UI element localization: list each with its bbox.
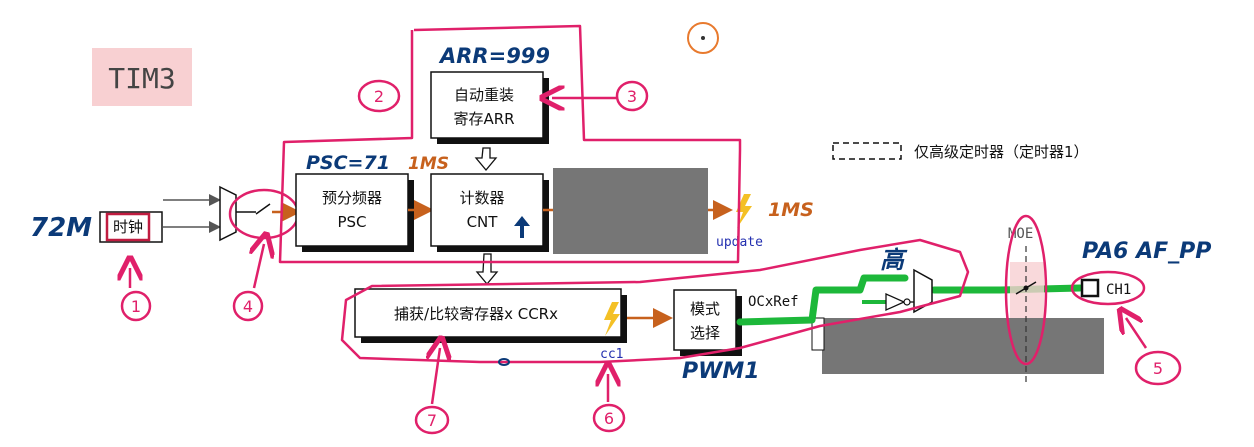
step-4-number: 4 — [243, 297, 253, 316]
mode-line1: 模式 — [690, 300, 720, 318]
step-1: 1 — [122, 268, 152, 322]
legend-text: 仅高级定时器（定时器1） — [914, 143, 1089, 161]
cnt-line2: CNT — [467, 213, 499, 231]
outline-arr-psc-cnt — [278, 24, 742, 264]
input-frequency: 72M — [30, 213, 92, 243]
moe-switch — [1015, 281, 1037, 295]
polarity-mux — [913, 268, 933, 314]
step-5: 5 — [1126, 318, 1182, 386]
step-1-number: 1 — [131, 297, 141, 316]
step-7: 7 — [414, 348, 448, 435]
circle-moe — [1004, 214, 1048, 366]
title-text: TIM3 — [108, 62, 175, 95]
arr-line1: 自动重装 — [454, 86, 514, 104]
step-6-number: 6 — [604, 409, 614, 428]
clock-switch — [236, 202, 301, 222]
legend-dashed-box — [832, 142, 902, 160]
step-5-number: 5 — [1153, 359, 1163, 378]
pin-annotation: PA6 AF_PP — [1082, 239, 1211, 264]
blue-mark — [498, 358, 510, 366]
cursor-marker — [687, 22, 719, 54]
update-lightning-icon — [736, 194, 752, 228]
arr-block: 自动重装 寄存ARR — [430, 71, 549, 144]
mode-block: 模式 选择 — [673, 289, 742, 356]
psc-line1: 预分频器 — [322, 189, 382, 207]
step-4: 4 — [232, 244, 264, 322]
green-output-path — [930, 284, 1084, 294]
cc-lightning-icon — [604, 302, 620, 336]
clock-label: 时钟 — [113, 218, 143, 236]
ccr-label: 捕获/比较寄存器x CCRx — [394, 305, 558, 323]
step-3-number: 3 — [627, 87, 637, 106]
clock-box: 时钟 — [99, 211, 163, 243]
psc-line2: PSC — [337, 213, 366, 231]
ch1-pin-box — [1080, 278, 1100, 298]
title-badge: TIM3 — [92, 48, 192, 106]
inverter-icon — [885, 292, 914, 312]
step-3: 3 — [552, 80, 649, 112]
arr-annotation: ARR=999 — [438, 44, 550, 68]
cnt-block: 计数器 CNT — [430, 173, 549, 252]
high-annotation: 高 — [880, 246, 908, 274]
cnt-line1: 计数器 — [459, 189, 504, 207]
circle-step-5 — [1070, 270, 1146, 306]
circle-step-4 — [228, 188, 300, 240]
cnt-to-ccr-arrow — [475, 253, 499, 286]
step-6: 6 — [592, 374, 626, 433]
mode-line2: 选择 — [690, 324, 720, 342]
step-7-number: 7 — [427, 411, 437, 430]
ocref-label: OCxRef — [748, 294, 799, 310]
arr-line2: 寄存ARR — [453, 110, 514, 128]
psc-annotation: PSC=71 — [306, 152, 390, 174]
clock-mux — [219, 185, 237, 242]
psc-block: 预分频器 PSC — [295, 173, 414, 252]
gray-block-top — [553, 168, 708, 254]
outline-ccr-output — [340, 238, 970, 364]
pwm-mode-annotation: PWM1 — [682, 359, 760, 384]
arr-to-cnt-arrow — [474, 147, 498, 172]
ch1-label: CH1 — [1106, 282, 1131, 298]
gray-block-bottom — [822, 318, 1104, 374]
cc-label: cc1 — [600, 347, 623, 362]
green-signal-path — [736, 274, 909, 326]
count-up-arrow-icon — [514, 216, 530, 238]
step-2-number: 2 — [374, 87, 384, 106]
step-2: 2 — [357, 79, 401, 113]
ccr-block: 捕获/比较寄存器x CCRx — [354, 288, 627, 343]
update-period: 1MS — [768, 199, 814, 221]
psc-time-annotation: 1MS — [408, 154, 449, 174]
